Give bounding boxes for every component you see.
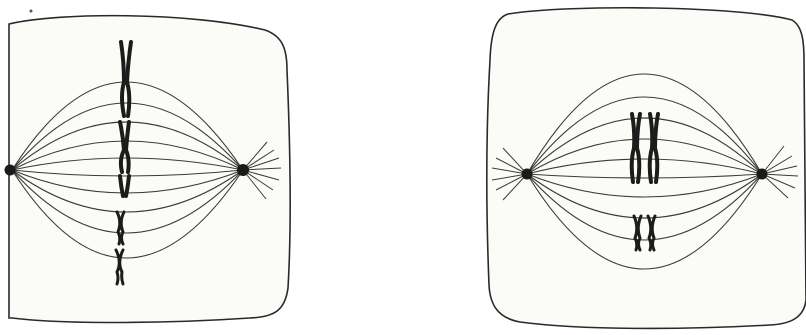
centrosome-right-pole — [757, 169, 768, 180]
speck-mark — [30, 10, 33, 13]
centrosome-left-pole — [522, 169, 533, 180]
cell-panel-left — [5, 16, 291, 323]
cell-panel-right — [487, 8, 806, 329]
centrosome-left-pole — [5, 165, 16, 176]
centrosome-right-pole — [237, 164, 249, 176]
